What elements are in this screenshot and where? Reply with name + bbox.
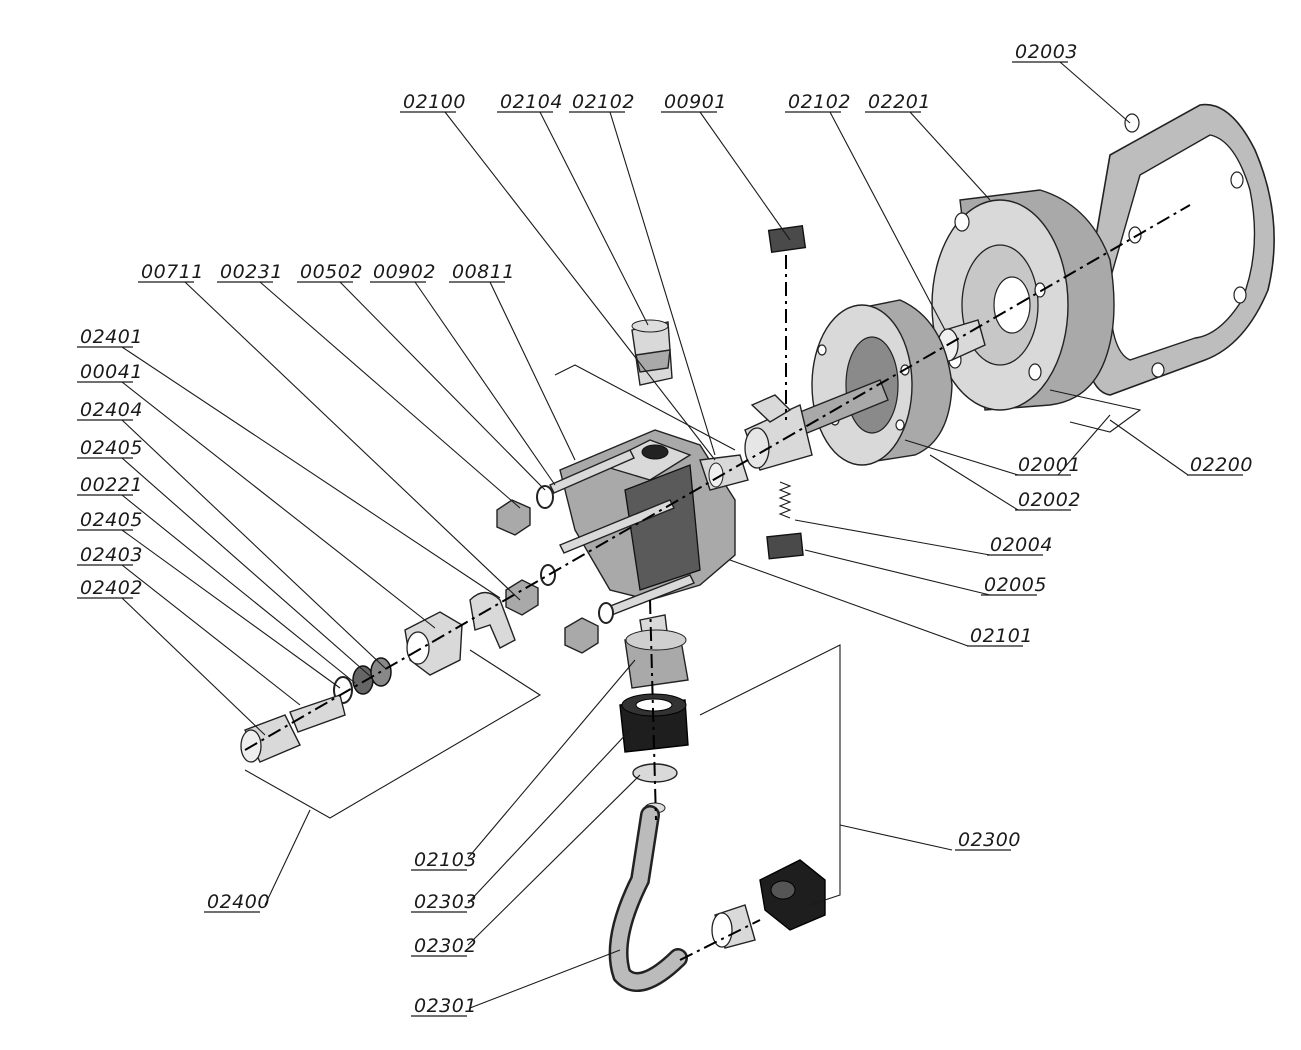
callout-02004: 02004 xyxy=(987,534,1053,556)
callout-02002: 02002 xyxy=(1015,489,1081,511)
bolts xyxy=(536,449,695,624)
callout-00502: 00502 xyxy=(297,261,363,283)
large-flange xyxy=(931,189,1115,411)
small-rings xyxy=(289,657,392,733)
callout-02101: 02101 xyxy=(967,625,1033,647)
callout-02302: 02302 xyxy=(411,935,477,957)
callout-02402: 02402 xyxy=(77,577,143,599)
svg-text:02004: 02004 xyxy=(990,534,1053,556)
callout-02103: 02103 xyxy=(411,849,477,871)
callout-02301: 02301 xyxy=(411,995,477,1017)
svg-text:02301: 02301 xyxy=(414,995,477,1017)
svg-text:00231: 00231 xyxy=(220,261,283,283)
tube-union-nut xyxy=(759,859,826,931)
callout-00221: 00221 xyxy=(77,474,143,496)
callout-02100: 02100 xyxy=(400,91,466,113)
callout-02104: 02104 xyxy=(497,91,563,113)
svg-text:00901: 00901 xyxy=(664,91,727,113)
svg-text:00041: 00041 xyxy=(80,361,143,383)
svg-text:02300: 02300 xyxy=(958,829,1021,851)
svg-text:02401: 02401 xyxy=(80,326,143,348)
svg-text:02400: 02400 xyxy=(207,891,270,913)
svg-text:02005: 02005 xyxy=(984,574,1047,596)
callout-02005: 02005 xyxy=(981,574,1047,596)
svg-text:02403: 02403 xyxy=(80,544,143,566)
svg-text:00711: 00711 xyxy=(141,261,204,283)
svg-text:02003: 02003 xyxy=(1015,41,1078,63)
callout-00231: 00231 xyxy=(217,261,283,283)
svg-text:02104: 02104 xyxy=(500,91,563,113)
svg-text:00811: 00811 xyxy=(452,261,515,283)
bent-tube xyxy=(611,807,686,990)
black-nut xyxy=(619,693,689,753)
svg-text:02404: 02404 xyxy=(80,399,143,421)
callout-02102-top: 02102 xyxy=(569,91,635,113)
callout-02403: 02403 xyxy=(77,544,143,566)
callout-02001: 02001 xyxy=(1015,454,1081,476)
svg-text:00502: 00502 xyxy=(300,261,363,283)
outlet-fitting xyxy=(624,614,689,689)
tube-center-line xyxy=(679,919,761,961)
svg-text:02200: 02200 xyxy=(1190,454,1253,476)
callout-02303: 02303 xyxy=(411,891,477,913)
svg-text:02103: 02103 xyxy=(414,849,477,871)
callout-02300: 02300 xyxy=(955,829,1021,851)
callout-00041: 00041 xyxy=(77,361,143,383)
brush-block-bottom xyxy=(766,532,804,560)
main-center-line xyxy=(244,204,1191,751)
svg-text:02102: 02102 xyxy=(572,91,635,113)
svg-text:02402: 02402 xyxy=(80,577,143,599)
fitting-02104 xyxy=(631,319,673,386)
union-fitting xyxy=(404,611,463,676)
callout-00711: 00711 xyxy=(138,261,204,283)
svg-text:02101: 02101 xyxy=(970,625,1033,647)
svg-text:02002: 02002 xyxy=(1018,489,1081,511)
tube-end-ferrule xyxy=(711,904,756,949)
callout-00902: 00902 xyxy=(370,261,436,283)
svg-text:02405: 02405 xyxy=(80,437,143,459)
callout-00901: 00901 xyxy=(661,91,727,113)
callout-02400: 02400 xyxy=(204,891,270,913)
callout-labels: 02003 02100 02104 02102 00901 02102 0220… xyxy=(77,41,1253,1017)
svg-text:02302: 02302 xyxy=(414,935,477,957)
callout-02201: 02201 xyxy=(865,91,931,113)
svg-text:02102: 02102 xyxy=(788,91,851,113)
svg-text:02100: 02100 xyxy=(403,91,466,113)
spring xyxy=(778,481,792,519)
outlet-center-line xyxy=(649,599,657,821)
callout-02003: 02003 xyxy=(1012,41,1078,63)
callout-02404: 02404 xyxy=(77,399,143,421)
callout-02102-right: 02102 xyxy=(785,91,851,113)
nuts xyxy=(496,499,599,654)
callout-02405-first: 02405 xyxy=(77,437,143,459)
parts-illustration xyxy=(240,103,1275,992)
svg-text:02001: 02001 xyxy=(1018,454,1081,476)
svg-text:02201: 02201 xyxy=(868,91,931,113)
callout-02405-second: 02405 xyxy=(77,509,143,531)
svg-text:02303: 02303 xyxy=(414,891,477,913)
bracket-washer xyxy=(469,591,516,649)
callout-02401: 02401 xyxy=(77,326,143,348)
callout-00811: 00811 xyxy=(449,261,515,283)
leader-lines xyxy=(121,61,1189,1009)
plug-02402 xyxy=(240,714,301,763)
svg-text:02405: 02405 xyxy=(80,509,143,531)
svg-text:00221: 00221 xyxy=(80,474,143,496)
gasket-ring xyxy=(1083,103,1275,396)
svg-text:00902: 00902 xyxy=(373,261,436,283)
callout-02200: 02200 xyxy=(1187,454,1253,476)
brush-block-top xyxy=(767,224,807,254)
